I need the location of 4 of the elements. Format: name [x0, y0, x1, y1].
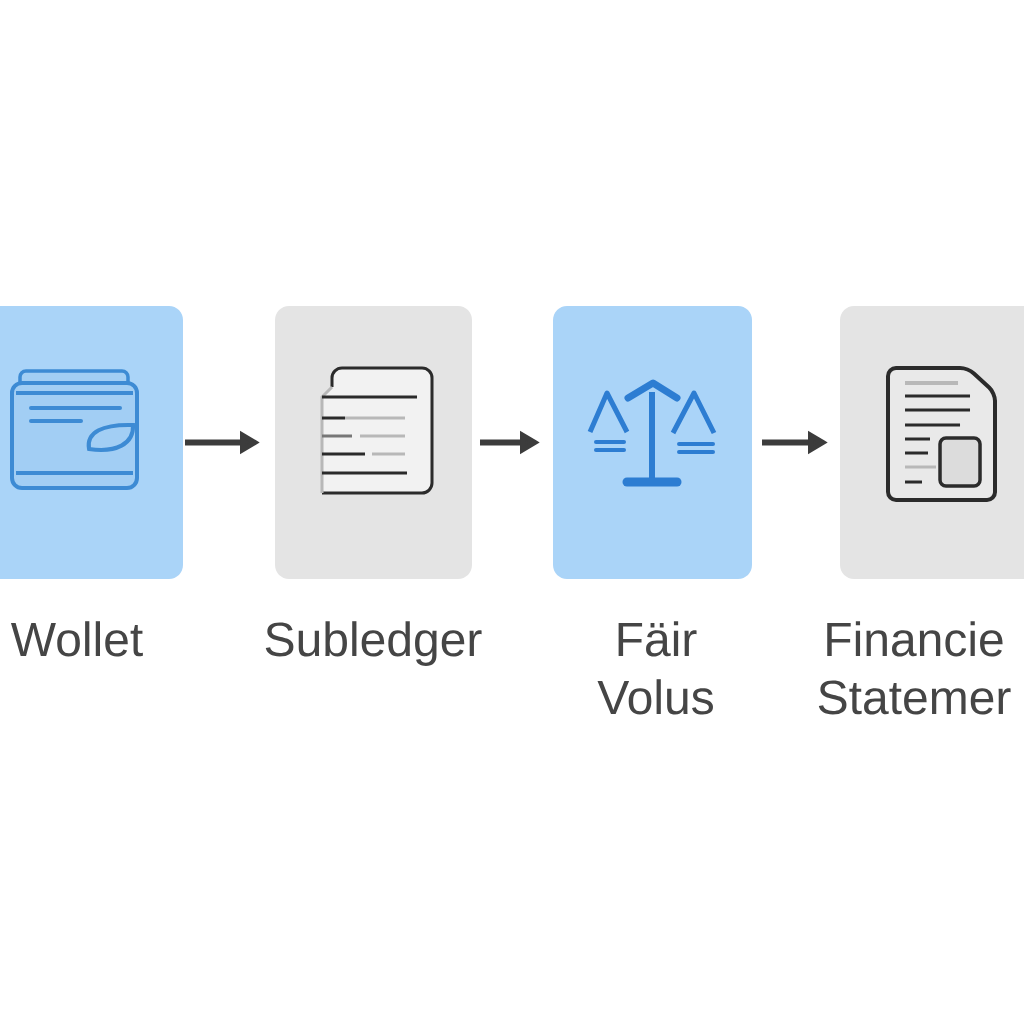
step-label: Financie Statemer: [818, 621, 1011, 715]
step-label: Fäir Volus: [597, 621, 713, 715]
step-label: Subledger: [265, 621, 482, 666]
step-label: Wollet: [10, 621, 143, 657]
